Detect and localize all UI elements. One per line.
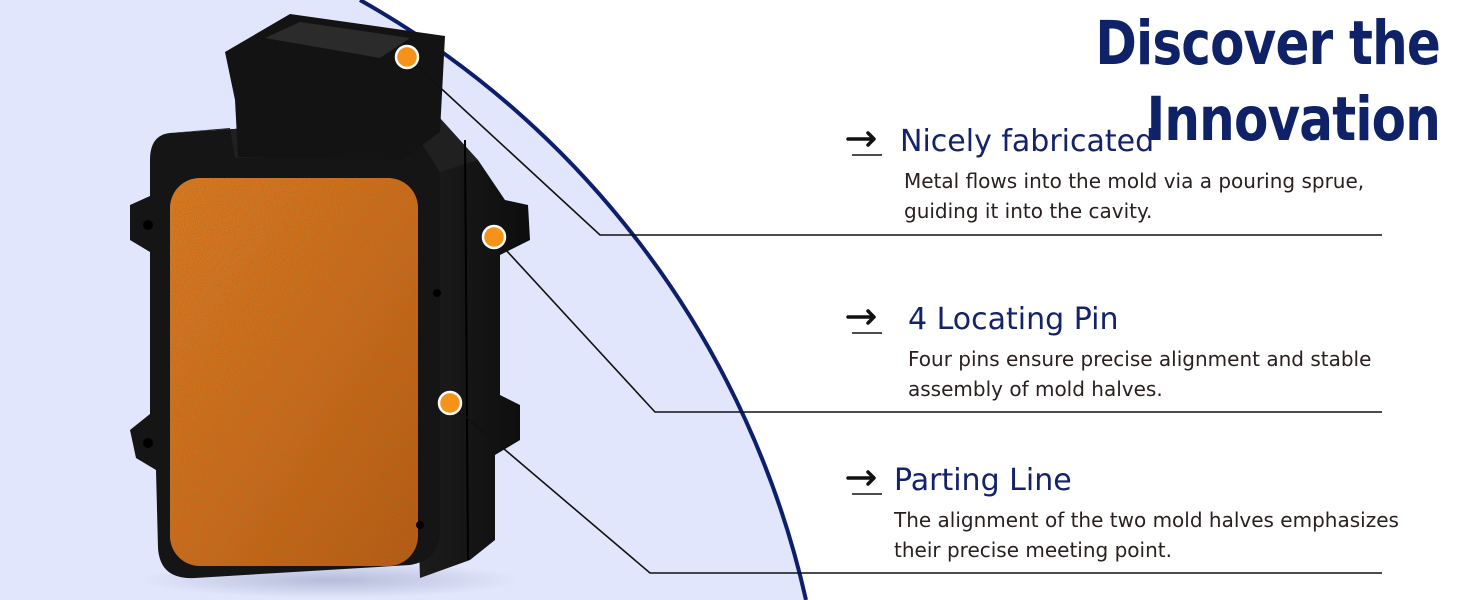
feature-heading: 4 Locating Pin	[908, 302, 1119, 337]
feature-description: The alignment of the two mold halves emp…	[894, 508, 1399, 562]
page-title: Discover the Innovation	[1095, 8, 1441, 155]
feature-description: Four pins ensure precise alignment and s…	[908, 347, 1372, 401]
mounting-hole	[143, 438, 153, 448]
leader-line-2	[493, 236, 1382, 413]
mold-cavity	[170, 178, 418, 566]
arrow-right-icon	[846, 131, 882, 156]
arrow-right-icon	[846, 309, 882, 334]
mounting-hole	[416, 521, 424, 529]
leader-line-3	[449, 402, 1382, 574]
mounting-hole	[433, 289, 441, 297]
callout-dot	[437, 390, 463, 416]
feature-parting-line: Parting Line The alignment of the two mo…	[846, 461, 1399, 565]
parting-line-seam	[464, 139, 469, 561]
navy-arc	[359, 0, 808, 600]
feature-locating-pin: 4 Locating Pin Four pins ensure precise …	[846, 300, 1371, 404]
mounting-hole	[143, 220, 153, 230]
feature-nicely-fabricated: Nicely fabricated Metal flows into the m…	[846, 122, 1364, 226]
sprue-opening	[265, 22, 410, 58]
leader-line-1	[406, 56, 1382, 236]
callout-dot	[481, 224, 507, 250]
arrow-right-icon	[846, 470, 882, 495]
feature-heading: Nicely fabricated	[900, 124, 1155, 159]
callout-dot	[394, 44, 420, 70]
feature-heading: Parting Line	[894, 463, 1072, 498]
feature-description: Metal flows into the mold via a pouring …	[904, 169, 1365, 223]
